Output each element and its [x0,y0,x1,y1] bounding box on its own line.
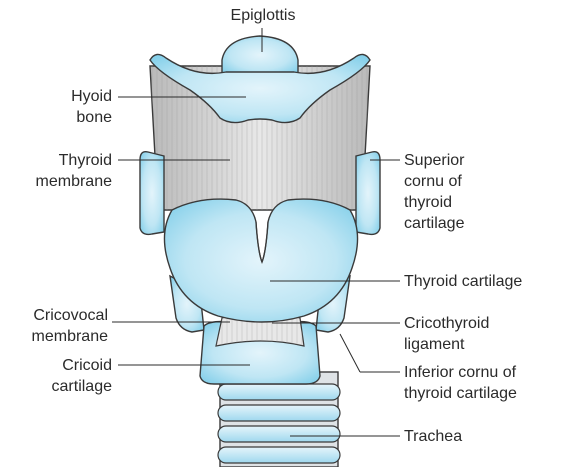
label-cricothyroid-ligament: Cricothyroid ligament [404,313,489,355]
leader-inferior-cornu [340,334,360,372]
label-cricovocal-membrane: Cricovocal membrane [10,305,108,347]
label-cricoid-line1: Cricoid [30,355,112,376]
label-thyroid-membrane: Thyroid membrane [28,150,112,192]
label-hyoid-line1: Hyoid [40,86,112,107]
label-superior-cornu-line2: cornu of [404,171,464,192]
label-cricoid-line2: cartilage [30,376,112,397]
label-hyoid-bone: Hyoid bone [40,86,112,128]
label-superior-cornu-line3: thyroid [404,192,464,213]
label-cricothyroid-line2: ligament [404,334,489,355]
label-inferior-cornu-line1: Inferior cornu of [404,362,517,383]
label-thyroid-cartilage: Thyroid cartilage [404,271,522,292]
label-inferior-cornu: Inferior cornu of thyroid cartilage [404,362,517,404]
label-cricoid-cartilage: Cricoid cartilage [30,355,112,397]
label-epiglottis: Epiglottis [225,5,301,26]
label-superior-cornu-line4: cartilage [404,213,464,234]
label-thyroid-membrane-line1: Thyroid [28,150,112,171]
label-cricothyroid-line1: Cricothyroid [404,313,489,334]
label-superior-cornu: Superior cornu of thyroid cartilage [404,150,464,234]
label-hyoid-line2: bone [40,107,112,128]
trachea [218,372,340,467]
label-cricovocal-line2: membrane [10,326,108,347]
label-thyroid-membrane-line2: membrane [28,171,112,192]
label-cricovocal-line1: Cricovocal [10,305,108,326]
label-inferior-cornu-line2: thyroid cartilage [404,383,517,404]
label-superior-cornu-line1: Superior [404,150,464,171]
epiglottis [222,36,298,74]
label-trachea: Trachea [404,426,462,447]
